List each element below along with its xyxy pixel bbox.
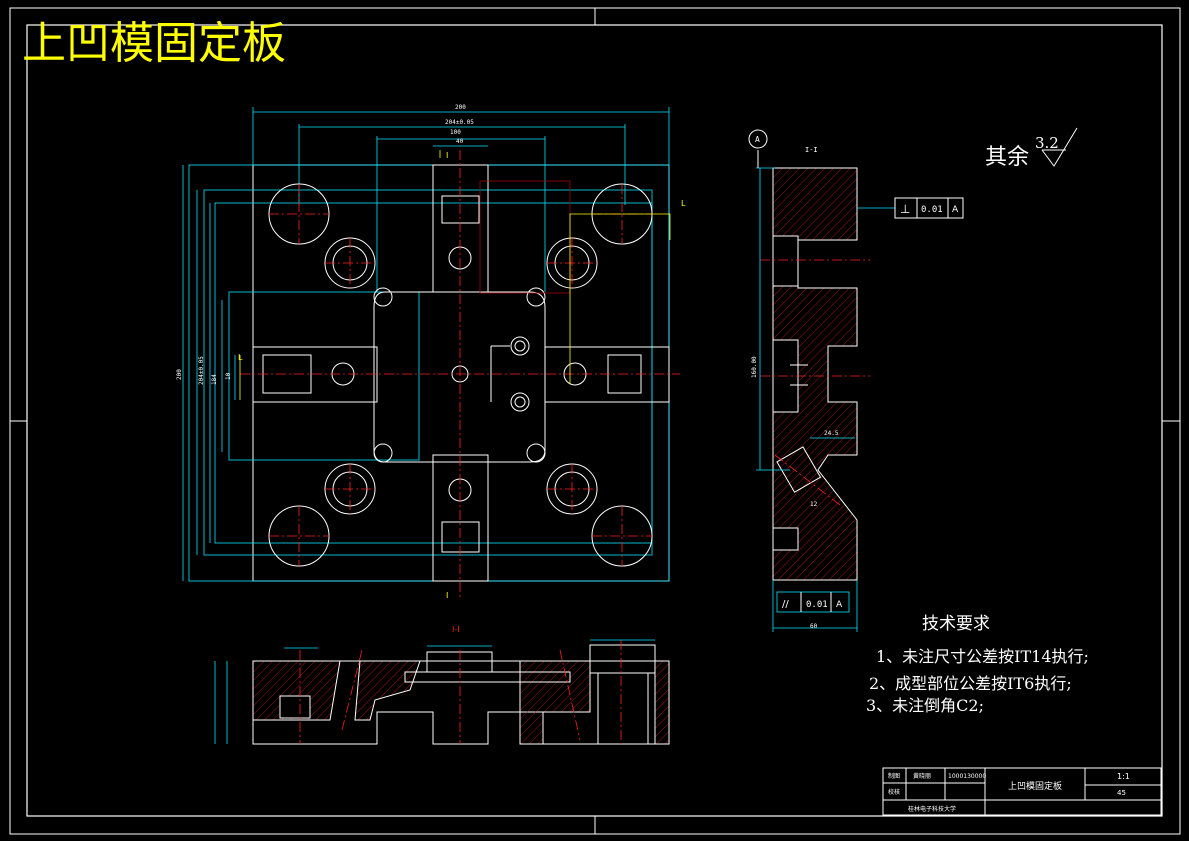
plan-cut-marks: I I L L [238, 151, 686, 600]
tolerance-frame-parallel: // 0.01 A [782, 592, 843, 612]
dim-h-inner2: 184 [211, 374, 218, 385]
title-block-part-name: 上凹模固定板 [1008, 780, 1062, 792]
plan-view [182, 107, 680, 600]
requirements-heading: 技术要求 [922, 614, 990, 634]
requirement-3: 3、未注倒角C2; [866, 696, 984, 715]
roughness-note: 其余 3.2 [985, 127, 1078, 170]
drawing-title: 上凹模固定板 [22, 18, 286, 69]
tolerance-frame-perp: ⊥ 0.01 A [894, 197, 964, 219]
title-block-code: 1000130000 [948, 773, 986, 780]
dim-slot-width: 40 [456, 138, 464, 145]
perp-value: 0.01 [921, 205, 943, 215]
dim-side-angle: 12 [810, 501, 818, 508]
datum-a-marker: A [755, 135, 760, 144]
cut-mark-right: L [681, 199, 686, 208]
side-section-label: I-I [805, 146, 818, 154]
bottom-section-label: I-I [452, 625, 460, 634]
side-annotations: A I-I 160.00 24.5 60 12 [751, 135, 839, 630]
dim-slot-center: 100 [450, 129, 461, 136]
dim-side-height: 160.00 [751, 356, 758, 378]
dim-side-24: 24.5 [824, 430, 839, 437]
title-block-scale: 1:1 [1117, 772, 1130, 781]
technical-requirements: 技术要求 1、未注尺寸公差按IT14执行; 2、成型部位公差按IT6执行; 3、… [866, 614, 1089, 715]
side-view [748, 129, 895, 632]
perp-datum: A [952, 205, 959, 215]
cut-mark-top: I [446, 151, 448, 160]
dim-h-small: 10 [225, 372, 232, 380]
requirement-1: 1、未注尺寸公差按IT14执行; [876, 647, 1089, 666]
perp-symbol: ⊥ [900, 202, 910, 216]
parallel-datum: A [836, 600, 843, 610]
parallel-value: 0.01 [806, 600, 828, 610]
dim-side-bottom: 60 [810, 623, 818, 630]
requirement-2: 2、成型部位公差按IT6执行; [869, 674, 1072, 693]
title-block-check-label: 校核 [888, 788, 900, 796]
title-block-material: 45 [1117, 789, 1126, 797]
parallel-symbol: // [782, 599, 789, 610]
title-block-drawer: 黄晓丽 [913, 772, 931, 780]
dim-h-inner: 204±0.05 [198, 356, 205, 385]
title-block: 制图 校核 黄晓丽 1000130000 桂林电子科技大学 上凹模固定板 1:1… [882, 767, 1162, 816]
cut-mark-bottom: I [446, 591, 448, 600]
dim-width-inner: 204±0.05 [445, 119, 474, 126]
roughness-label: 其余 [985, 145, 1029, 170]
title-block-school: 桂林电子科技大学 [908, 805, 956, 813]
drawing-frame [9, 7, 1181, 835]
title-block-drawn-label: 制图 [888, 772, 900, 780]
roughness-value: 3.2 [1035, 134, 1059, 152]
bottom-section-view: I-I [214, 625, 670, 745]
dim-height-overall: 200 [176, 369, 183, 380]
dim-width-overall: 200 [455, 104, 466, 111]
cut-mark-left: L [238, 353, 243, 362]
plan-dimension-text: 200 204±0.05 100 40 200 204±0.05 184 10 [176, 104, 474, 385]
